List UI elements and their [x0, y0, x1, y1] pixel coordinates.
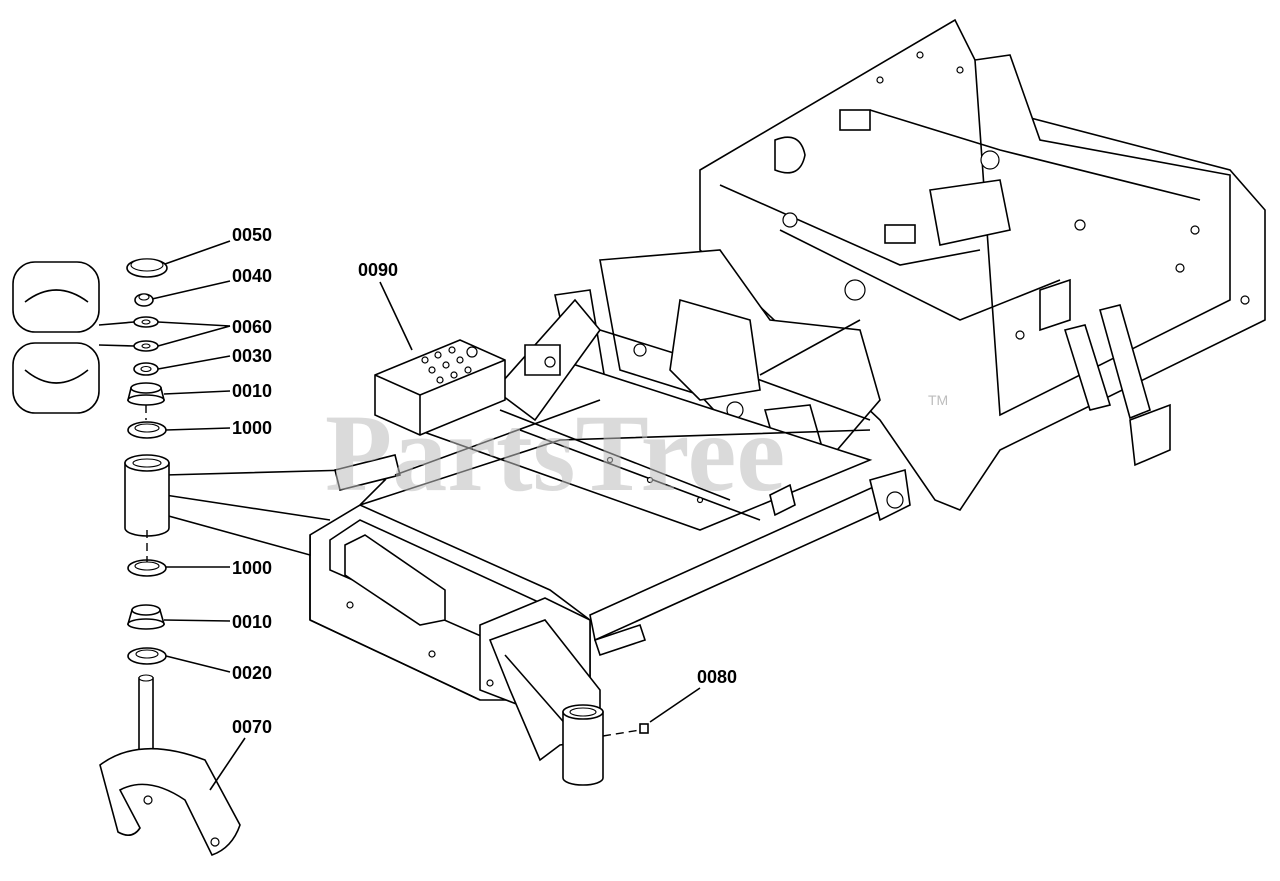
callout-0050[interactable]: 0050: [232, 225, 272, 245]
callout-0040[interactable]: 0040: [232, 266, 272, 286]
callout-0070[interactable]: 0070: [232, 717, 272, 737]
washer-detail-bubbles: [12, 261, 135, 414]
callout-0060[interactable]: 0060: [232, 317, 272, 337]
callout-0010-top[interactable]: 0010: [232, 381, 272, 401]
callout-0080[interactable]: 0080: [697, 667, 737, 687]
watermark-trademark: TM: [928, 392, 948, 408]
spindle-stack: [99, 258, 241, 856]
callout-0020[interactable]: 0020: [232, 663, 272, 683]
callout-0030[interactable]: 0030: [232, 346, 272, 366]
footrest-plate-0090: [374, 339, 506, 436]
main-frame: [164, 18, 1266, 762]
callout-1000-bottom[interactable]: 1000: [232, 558, 272, 578]
right-spindle-tube: [562, 704, 649, 786]
callout-0010-bottom[interactable]: 0010: [232, 612, 272, 632]
callout-1000-top[interactable]: 1000: [232, 418, 272, 438]
callout-labels: 0050 0040 0060 0030 0010 1000 1000 0010 …: [232, 225, 737, 737]
callout-0090[interactable]: 0090: [358, 260, 398, 280]
watermark: PartsTree: [325, 392, 785, 514]
leader-lines: [151, 240, 701, 791]
